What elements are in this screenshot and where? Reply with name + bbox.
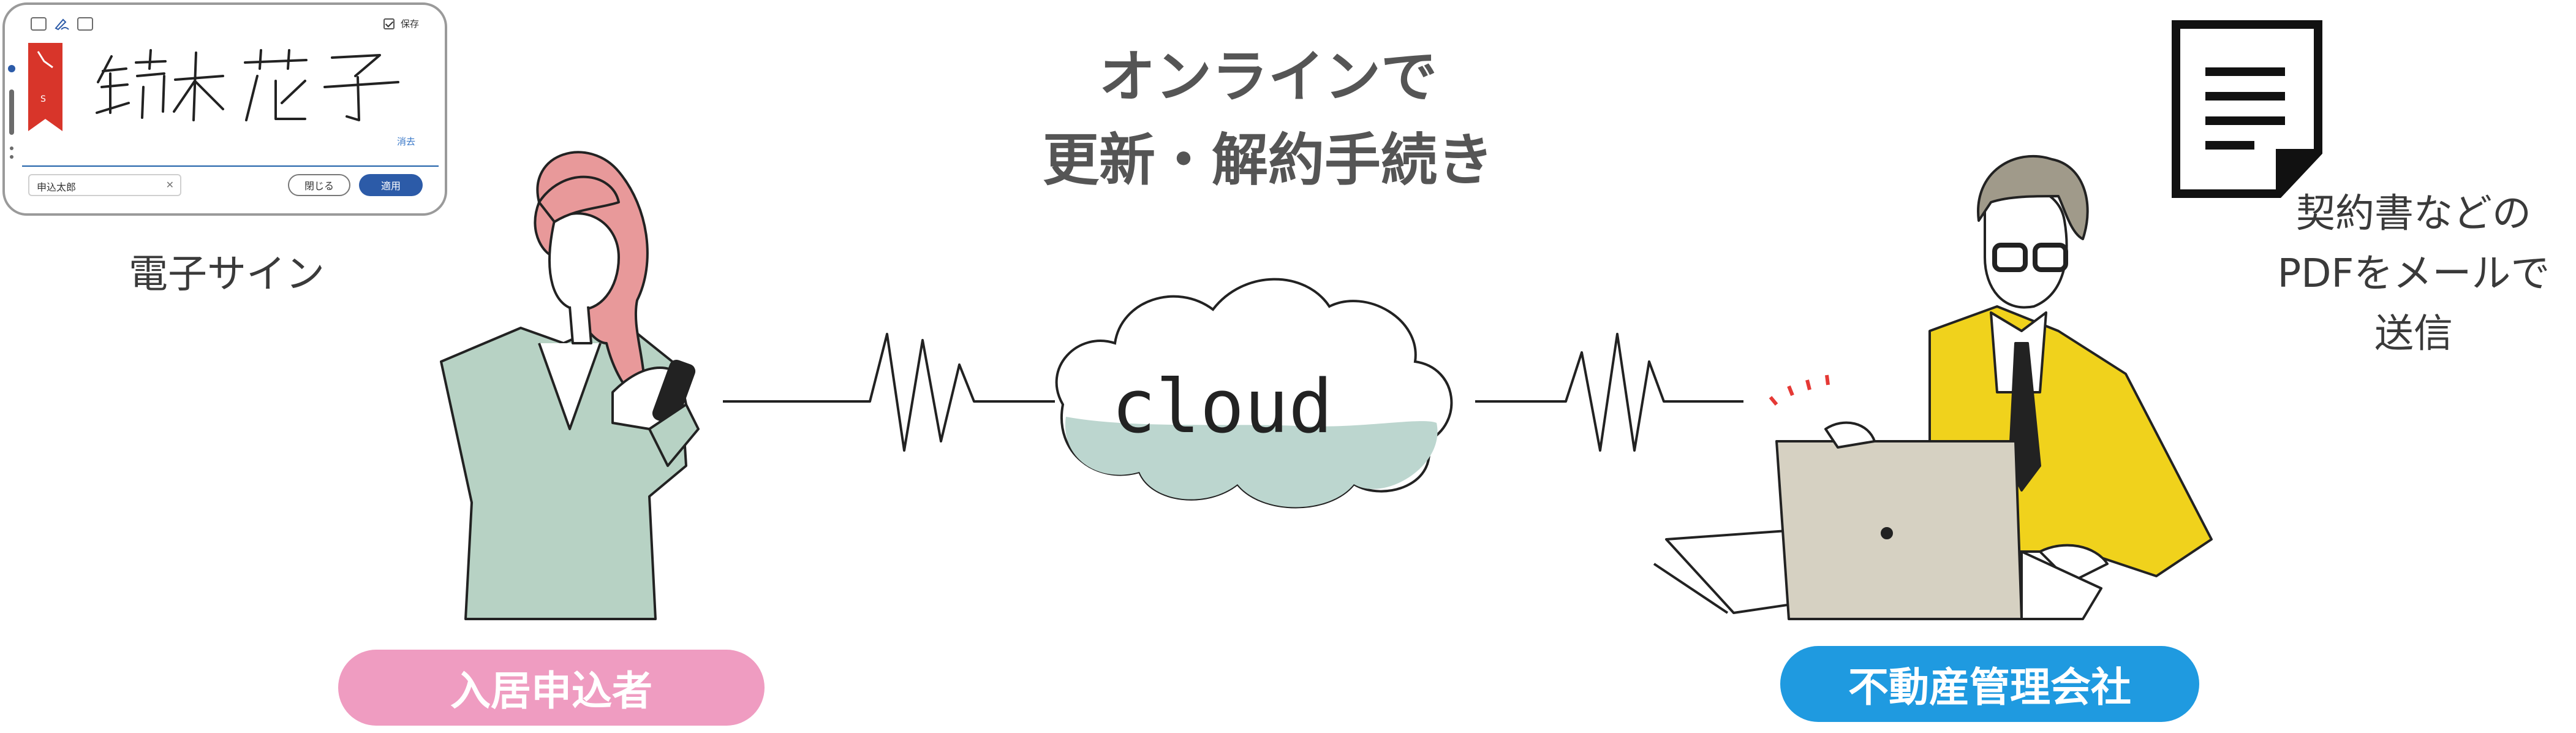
right-signal-wave-icon bbox=[1475, 333, 1743, 452]
signature-canvas[interactable] bbox=[22, 43, 439, 167]
handwritten-signature bbox=[96, 49, 399, 121]
svg-text:S: S bbox=[40, 94, 46, 104]
name-input[interactable]: 申込太郎 ✕ bbox=[28, 174, 181, 196]
headline-line-2: 更新・解約手続き bbox=[1042, 127, 1494, 193]
agency-illustration bbox=[1653, 155, 2213, 620]
name-value: 申込太郎 bbox=[37, 181, 77, 193]
document-caption: 契約書などの PDFをメールで 送信 bbox=[2254, 184, 2573, 364]
pen-icon[interactable] bbox=[54, 17, 70, 31]
signature-bookmark-icon: S bbox=[28, 43, 62, 131]
save-toggle[interactable]: 保存 bbox=[383, 17, 419, 30]
headline: オンラインで 更新・解約手続き bbox=[1005, 36, 1532, 202]
agency-label: 不動産管理会社 bbox=[1780, 646, 2199, 722]
save-checkbox[interactable] bbox=[383, 18, 395, 29]
close-button[interactable]: 閉じる bbox=[288, 174, 350, 196]
save-label: 保存 bbox=[400, 18, 419, 29]
keyboard-icon[interactable] bbox=[31, 17, 47, 31]
document-icon bbox=[2172, 20, 2322, 198]
left-signal-wave-icon bbox=[723, 333, 1055, 452]
clear-x-icon[interactable]: ✕ bbox=[165, 179, 174, 191]
clear-link[interactable]: 消去 bbox=[397, 136, 416, 147]
apply-button[interactable]: 適用 bbox=[359, 174, 423, 196]
image-icon[interactable] bbox=[77, 17, 93, 31]
document-caption-line-3: 送信 bbox=[2374, 311, 2453, 357]
phone-side-rail bbox=[7, 37, 16, 184]
document-caption-line-2: PDFをメールで bbox=[2277, 251, 2550, 297]
tenant-label: 入居申込者 bbox=[338, 650, 765, 726]
cloud-icon bbox=[1055, 278, 1453, 509]
esign-caption: 電子サイン bbox=[129, 252, 325, 297]
esign-toolbar: 保存 bbox=[31, 17, 423, 39]
tenant-illustration bbox=[440, 151, 700, 620]
cloud-label: cloud bbox=[1111, 365, 1332, 450]
document-caption-line-1: 契約書などの bbox=[2296, 191, 2531, 237]
headline-line-1: オンラインで bbox=[1098, 44, 1437, 110]
